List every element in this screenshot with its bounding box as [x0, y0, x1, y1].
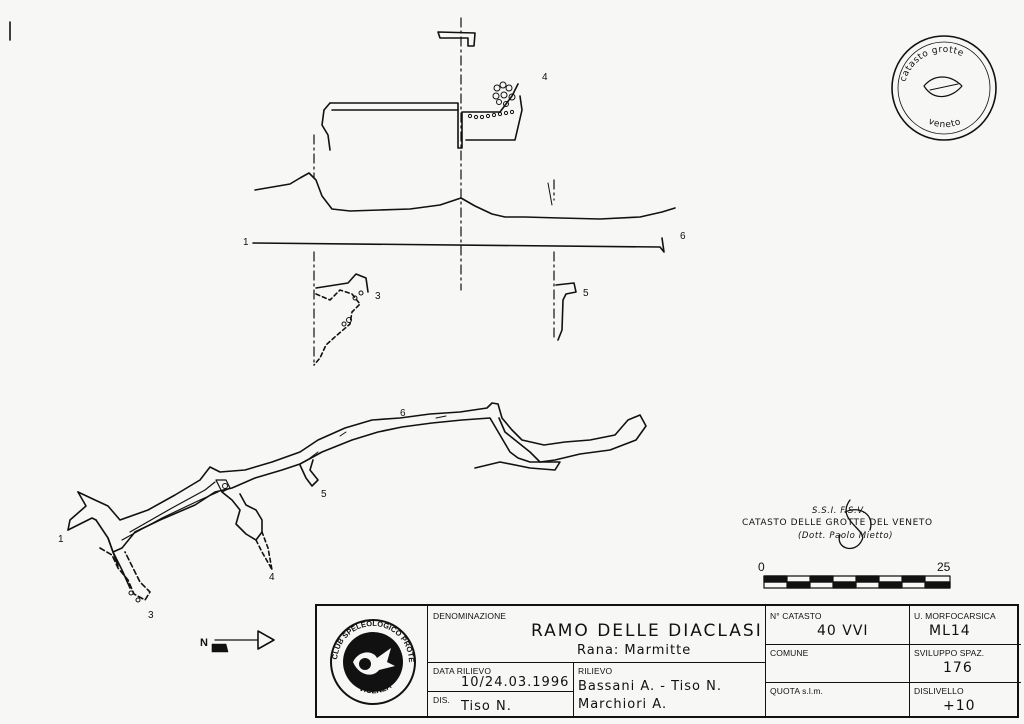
sviluppo-value: 176 — [943, 660, 973, 676]
plan-label-3: 3 — [148, 610, 154, 621]
scale-start-label: 0 — [758, 560, 765, 574]
stamp-line-2: CATASTO DELLE GROTTE DEL VENETO — [742, 518, 933, 528]
catasto-label: N° CATASTO — [770, 611, 822, 621]
divider — [909, 606, 910, 716]
scale-end-label: 25 — [937, 560, 951, 574]
cave-subtitle: Rana: Marmitte — [577, 643, 692, 658]
rilievo-value-1: Bassani A. - Tiso N. — [578, 679, 723, 694]
plan-view — [67, 402, 647, 603]
upper-section — [321, 31, 523, 151]
dislivello-label: DISLIVELLO — [914, 686, 964, 696]
cave-name: RAMO DELLE DIACLASI — [531, 621, 763, 641]
plan-label-5: 5 — [321, 489, 327, 500]
denominazione-label: DENOMINAZIONE — [433, 611, 507, 621]
catasto-value: 40 VVI — [817, 623, 869, 639]
morfo-label: U. MORFOCARSICA — [914, 611, 996, 621]
title-block: CLUB SPELEOLOGICO PROTEO VICENZA DENOMIN… — [315, 604, 1021, 718]
data-rilievo-label: DATA RILIEVO — [433, 666, 492, 676]
datum-label-1: 1 — [243, 237, 249, 248]
section-cut-lines — [313, 17, 555, 366]
datum-line — [252, 237, 665, 253]
divider — [765, 682, 909, 683]
quota-label: QUOTA s.l.m. — [770, 686, 823, 696]
stamp-line-1: S.S.I. F.S.V. — [812, 506, 867, 516]
morfo-value: ML14 — [929, 623, 971, 639]
section-label-5: 5 — [583, 288, 589, 299]
plan-label-6: 6 — [400, 408, 406, 419]
profile-line — [254, 172, 676, 220]
dis-label: DIS. — [433, 695, 450, 705]
divider — [573, 662, 574, 716]
divider — [909, 682, 1021, 683]
dislivello-value: +10 — [943, 698, 976, 714]
datum-label-6: 6 — [680, 231, 686, 242]
stamp-line-3: (Dott. Paolo Mietto) — [798, 531, 894, 541]
profile-ceiling-detail — [547, 182, 553, 206]
data-rilievo-value: 10/24.03.1996 — [461, 675, 570, 690]
plan-label-1: 1 — [58, 534, 64, 545]
signature — [838, 499, 872, 550]
plan-label-4: 4 — [269, 572, 275, 583]
divider — [909, 644, 1021, 645]
comune-label: COMUNE — [770, 648, 809, 658]
lower-section-5 — [555, 282, 577, 341]
divider — [765, 644, 909, 645]
sviluppo-label: SVILUPPO SPAZ. — [914, 648, 985, 658]
north-label: N — [200, 637, 208, 649]
divider — [427, 606, 428, 716]
club-logo: CLUB SPELEOLOGICO PROTEO VICENZA — [329, 614, 416, 705]
scale-bar — [763, 575, 951, 589]
divider — [765, 606, 766, 716]
section-label-3: 3 — [375, 291, 381, 302]
rilievo-value-2: Marchiori A. — [578, 697, 668, 712]
divider — [427, 691, 573, 692]
catasto-seal — [891, 35, 997, 141]
dis-value: Tiso N. — [461, 699, 512, 714]
rilievo-label: RILIEVO — [578, 666, 613, 676]
north-arrow — [211, 630, 275, 653]
lower-section-3 — [313, 273, 369, 366]
seal-bottom-text: veneto — [927, 117, 963, 131]
divider — [427, 662, 765, 663]
upper-section-label-4: 4 — [542, 72, 548, 83]
